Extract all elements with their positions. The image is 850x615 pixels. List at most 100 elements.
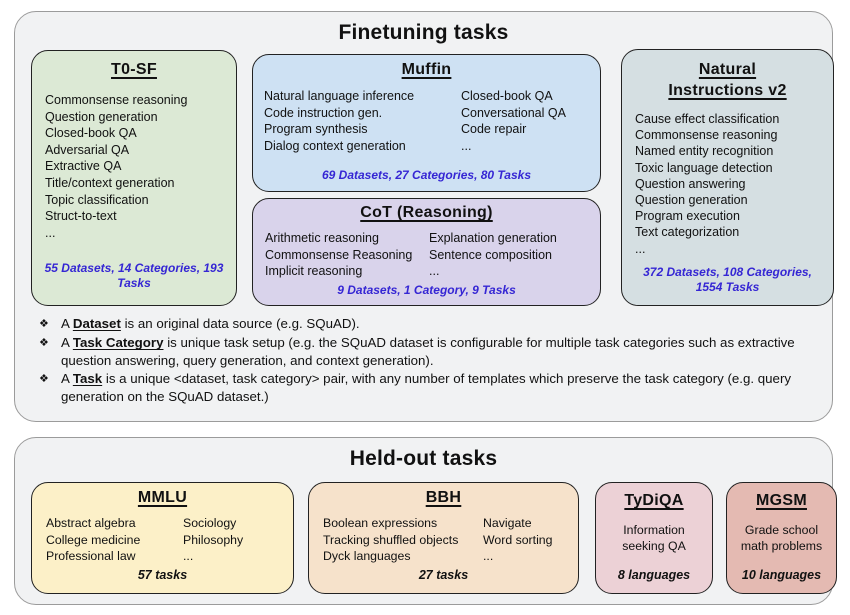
diamond-bullet-icon: ❖ xyxy=(39,337,49,350)
definition-item-dataset: ❖ A Dataset is an original data source (… xyxy=(39,315,815,333)
task-item: Toxic language detection xyxy=(635,160,773,175)
task-item: Named entity recognition xyxy=(635,144,774,159)
definition-prefix: A xyxy=(61,316,73,331)
bbh-right-column: Navigate Word sorting ... xyxy=(483,515,552,565)
task-item: Question answering xyxy=(635,176,746,191)
niv2-stats: 372 Datasets, 108 Categories, 1554 Tasks xyxy=(643,265,812,294)
task-item: Commonsense reasoning xyxy=(635,128,778,143)
muffin-left-column: Natural language inference Code instruct… xyxy=(264,88,461,154)
definition-item-task: ❖ A Task is a unique <dataset, task cate… xyxy=(39,370,815,405)
definition-term: Task Category xyxy=(72,335,164,351)
niv2-task-list: Cause effect classification Commonsense … xyxy=(622,111,833,257)
definition-item-task-category: ❖ A Task Category is unique task setup (… xyxy=(39,334,815,369)
finetuning-panel-title: Finetuning tasks xyxy=(338,21,509,44)
task-item: Dyck languages xyxy=(323,549,411,563)
cot-stats: 9 Datasets, 1 Category, 9 Tasks xyxy=(337,283,516,297)
task-item: Topic classification xyxy=(45,192,149,207)
task-item: Philosophy xyxy=(183,532,244,547)
task-item: Code repair xyxy=(461,122,527,137)
muffin-stats: 69 Datasets, 27 Categories, 80 Tasks xyxy=(321,168,531,182)
finetuning-tasks-panel: Finetuning tasks T0-SF Commonsense reaso… xyxy=(14,11,834,422)
definition-term: Task xyxy=(72,371,103,387)
definition-text: A Dataset is an original data source (e.… xyxy=(61,315,815,333)
task-item: Professional law xyxy=(46,549,136,563)
task-item: Code instruction gen. xyxy=(264,105,383,120)
diamond-bullet-icon: ❖ xyxy=(39,318,49,330)
cot-box: CoT (Reasoning) Arithmetic reasoning Com… xyxy=(252,198,601,306)
task-item: Boolean expressions xyxy=(323,516,438,530)
task-item: Title/context generation xyxy=(45,175,175,190)
definitions-list: ❖ A Dataset is an original data source (… xyxy=(39,315,815,406)
task-item: Natural language inference xyxy=(264,89,415,103)
task-item: Closed-book QA xyxy=(461,89,553,103)
task-item: ... xyxy=(429,264,440,279)
task-item: Commonsense Reasoning xyxy=(265,247,413,262)
t0sf-stats: 55 Datasets, 14 Categories, 193 Tasks xyxy=(44,261,224,290)
mmlu-stats: 57 tasks xyxy=(137,568,188,582)
tydiqa-title: TyDiQA xyxy=(624,492,684,509)
task-item: Text categorization xyxy=(635,225,740,240)
bbh-title: BBH xyxy=(425,489,462,506)
definition-rest: is a unique <dataset, task category> pai… xyxy=(61,371,792,404)
mgsm-box: MGSM Grade school math problems 10 langu… xyxy=(726,482,837,594)
task-item: Extractive QA xyxy=(45,159,122,174)
task-item: Adversarial QA xyxy=(45,142,130,157)
mmlu-box: MMLU Abstract algebra College medicine P… xyxy=(31,482,294,594)
muffin-box: Muffin Natural language inference Code i… xyxy=(252,54,601,192)
mgsm-title: MGSM xyxy=(756,492,807,509)
task-item: ... xyxy=(45,225,56,240)
mgsm-stats: 10 languages xyxy=(741,568,822,582)
mmlu-left-column: Abstract algebra College medicine Profes… xyxy=(46,515,183,565)
t0sf-task-list: Commonsense reasoning Question generatio… xyxy=(32,92,236,241)
held-out-tasks-panel: Held-out tasks MMLU Abstract algebra Col… xyxy=(14,437,837,605)
task-item: Abstract algebra xyxy=(46,516,136,530)
t0sf-box: T0-SF Commonsense reasoning Question gen… xyxy=(31,50,237,306)
bbh-left-column: Boolean expressions Tracking shuffled ob… xyxy=(323,515,483,565)
task-item: ... xyxy=(635,241,646,256)
definition-text: A Task Category is unique task setup (e.… xyxy=(61,334,815,369)
task-item: Cause effect classification xyxy=(635,112,780,126)
task-item: Question generation xyxy=(45,109,158,124)
natural-instructions-v2-box: Natural Instructions v2 Cause effect cla… xyxy=(621,49,834,306)
bbh-box: BBH Boolean expressions Tracking shuffle… xyxy=(308,482,579,594)
definition-rest: is an original data source (e.g. SQuAD). xyxy=(120,316,360,331)
task-item: Sentence composition xyxy=(429,247,552,262)
tydiqa-description: Information seeking QA xyxy=(622,523,686,553)
mmlu-title: MMLU xyxy=(137,489,188,506)
task-item: Conversational QA xyxy=(461,105,566,120)
muffin-title: Muffin xyxy=(401,61,452,78)
task-item: Tracking shuffled objects xyxy=(323,532,459,547)
tydiqa-box: TyDiQA Information seeking QA 8 language… xyxy=(595,482,713,594)
task-item: Navigate xyxy=(483,516,532,530)
task-item: Commonsense reasoning xyxy=(45,93,188,107)
task-item: Program synthesis xyxy=(264,122,368,137)
task-item: Question generation xyxy=(635,193,748,208)
bbh-stats: 27 tasks xyxy=(418,568,469,582)
cot-left-column: Arithmetic reasoning Commonsense Reasoni… xyxy=(265,230,429,280)
bbh-task-list: Boolean expressions Tracking shuffled ob… xyxy=(309,515,578,565)
definition-prefix: A xyxy=(61,371,73,387)
task-item: Implicit reasoning xyxy=(265,264,363,279)
task-item: ... xyxy=(183,549,194,563)
definition-term: Dataset xyxy=(72,316,121,331)
task-item: Explanation generation xyxy=(429,231,557,245)
niv2-title: Natural Instructions v2 xyxy=(668,61,787,99)
task-item: Arithmetic reasoning xyxy=(265,231,379,245)
task-item: Dialog context generation xyxy=(264,138,406,153)
cot-right-column: Explanation generation Sentence composit… xyxy=(429,230,557,280)
mmlu-task-list: Abstract algebra College medicine Profes… xyxy=(32,515,293,565)
task-item: Sociology xyxy=(183,516,237,530)
cot-title: CoT (Reasoning) xyxy=(360,204,493,221)
muffin-right-column: Closed-book QA Conversational QA Code re… xyxy=(461,88,566,154)
task-item: Struct-to-text xyxy=(45,209,117,224)
mgsm-description: Grade school math problems xyxy=(740,523,823,553)
definition-prefix: A xyxy=(61,335,73,351)
t0sf-title: T0-SF xyxy=(111,61,157,78)
task-item: Word sorting xyxy=(483,532,553,547)
tydiqa-stats: 8 languages xyxy=(617,568,691,582)
task-item: ... xyxy=(483,549,494,563)
diamond-bullet-icon: ❖ xyxy=(39,373,49,386)
muffin-task-list: Natural language inference Code instruct… xyxy=(253,88,600,154)
definition-text: A Task is a unique <dataset, task catego… xyxy=(61,370,815,405)
task-item: College medicine xyxy=(46,532,141,547)
